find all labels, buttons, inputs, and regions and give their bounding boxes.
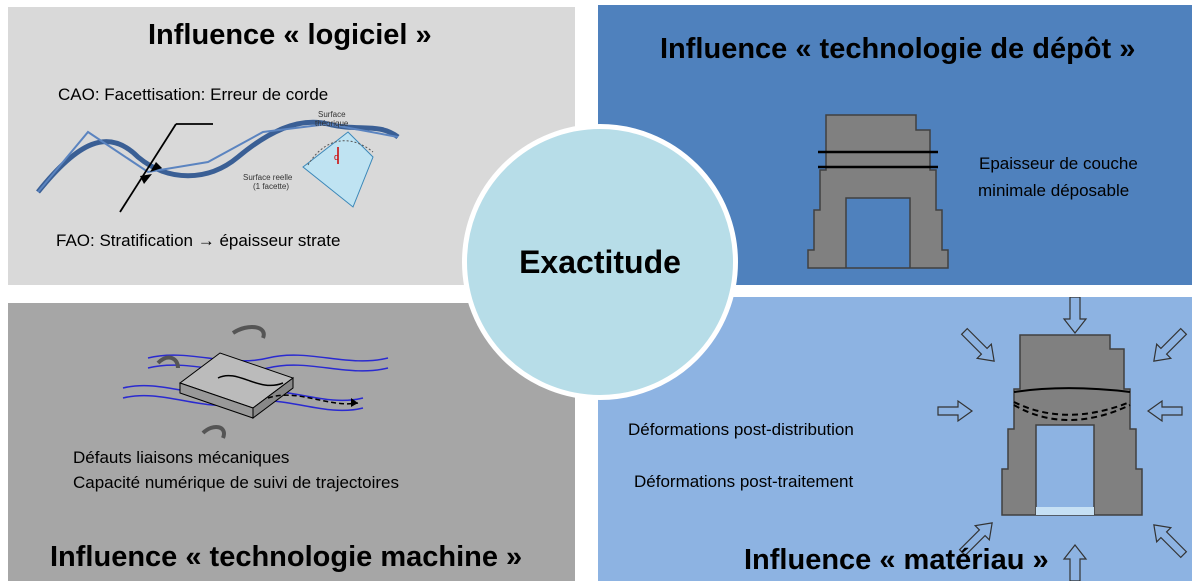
center-label: Exactitude	[519, 243, 681, 280]
surface-theorique-line1: Surface	[318, 110, 346, 119]
depot-text-line2: minimale déposable	[978, 181, 1130, 200]
panel-title: Influence « logiciel »	[148, 19, 432, 51]
machine-text-line2: Capacité numérique de suivi de trajectoi…	[73, 473, 400, 492]
panel-technologie-machine: Défauts liaisons mécaniques Capacité num…	[8, 303, 575, 581]
d-label: d	[334, 152, 339, 162]
materiau-text-line2: Déformations post-traitement	[634, 472, 854, 491]
fao-text: FAO: Stratification → épaisseur strate	[56, 231, 341, 250]
surface-reelle-line1: Surface reelle	[243, 173, 293, 182]
facet-surface-diagram: d Surface théorique Surface reelle (1 fa…	[36, 110, 400, 213]
part-cross-section	[807, 114, 949, 269]
center-circle: Exactitude	[462, 124, 738, 400]
deformed-part-diagram	[937, 297, 1188, 581]
machine-axes-diagram	[122, 325, 389, 439]
surface-theorique-line2: théorique	[315, 119, 349, 128]
panel-logiciel: Influence « logiciel » CAO: Facettisatio…	[8, 7, 575, 285]
panel-title: Influence « matériau »	[744, 544, 1049, 576]
panel-title: Influence « technologie de dépôt »	[660, 33, 1136, 65]
surface-reelle-line2: (1 facette)	[253, 182, 289, 191]
machine-text-line1: Défauts liaisons mécaniques	[73, 448, 290, 467]
cao-text: CAO: Facettisation: Erreur de corde	[58, 85, 329, 104]
panel-title: Influence « technologie machine »	[50, 541, 523, 573]
depot-text-line1: Epaisseur de couche	[979, 154, 1138, 173]
materiau-text-line1: Déformations post-distribution	[628, 420, 854, 439]
